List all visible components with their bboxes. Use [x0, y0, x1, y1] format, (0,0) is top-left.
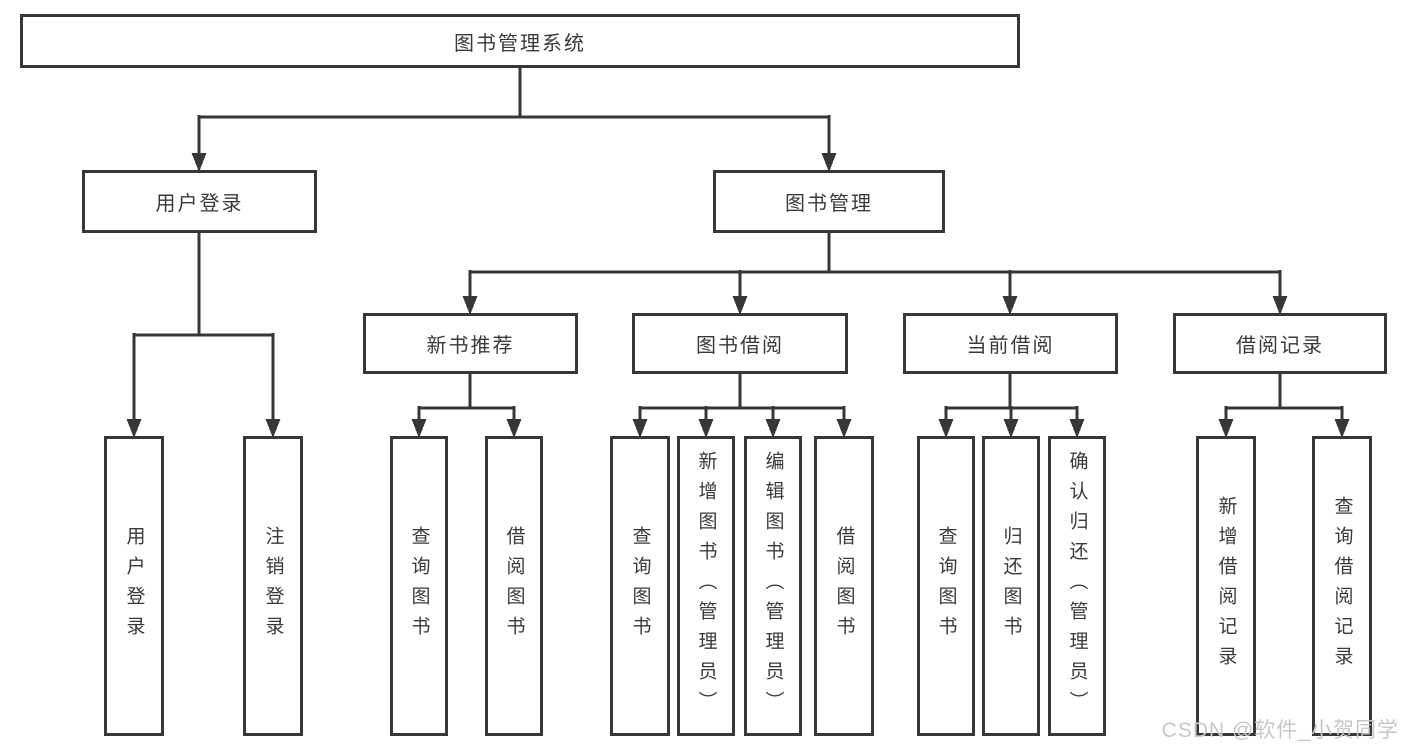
arrowhead [1334, 419, 1350, 438]
arrowhead [821, 153, 837, 172]
node-label: 编辑图书（管理员） [762, 451, 784, 721]
node-label: 用户登录 [155, 193, 244, 215]
node-book-borrow: 图书借阅 [632, 313, 848, 374]
leaf-add-books-admin: 新增图书（管理员） [677, 436, 735, 736]
connector-new-book-recommend-branch [411, 374, 522, 438]
node-label: 注销登录 [262, 526, 284, 646]
arrowhead [732, 296, 748, 315]
node-label: 查询图书 [408, 526, 430, 646]
leaf-logout: 注销登录 [243, 436, 303, 736]
arrowhead [265, 419, 281, 438]
leaf-return-books: 归还图书 [982, 436, 1040, 736]
leaf-query-books-recommend: 查询图书 [390, 436, 448, 736]
node-label: 确认归还（管理员） [1066, 451, 1088, 721]
arrowhead [462, 296, 478, 315]
leaf-borrow-books-recommend: 借阅图书 [485, 436, 543, 736]
node-label: 借阅图书 [833, 526, 855, 646]
arrowhead [836, 419, 852, 438]
arrowhead [506, 419, 522, 438]
leaf-user-login: 用户登录 [104, 436, 164, 736]
connector-current-borrow-branch [938, 374, 1085, 438]
node-label: 当前借阅 [966, 335, 1055, 357]
arrowhead [1069, 419, 1085, 438]
connector-root-to-level2 [191, 66, 837, 172]
leaf-borrow-books: 借阅图书 [814, 436, 874, 736]
connector-book-management-to-level3 [462, 233, 1288, 315]
arrowhead [765, 419, 781, 438]
node-library-management-system: 图书管理系统 [20, 14, 1020, 68]
arrowhead [1218, 419, 1234, 438]
node-label: 查询图书 [629, 526, 651, 646]
connector-user-login-branch [126, 233, 281, 438]
arrowhead [126, 419, 142, 438]
leaf-query-books-borrow: 查询图书 [610, 436, 670, 736]
node-label: 用户登录 [123, 526, 145, 646]
node-book-management: 图书管理 [713, 170, 945, 233]
connector-book-borrow-branch [632, 374, 852, 438]
arrowhead [1003, 419, 1019, 438]
connector-borrow-records-branch [1218, 374, 1350, 438]
node-borrow-records: 借阅记录 [1173, 313, 1387, 374]
node-label: 新增借阅记录 [1215, 496, 1237, 676]
node-label: 查询借阅记录 [1331, 496, 1353, 676]
node-label: 图书借阅 [696, 335, 784, 357]
node-label: 图书管理系统 [454, 32, 586, 55]
node-label: 新增图书（管理员） [695, 451, 717, 721]
node-new-book-recommend: 新书推荐 [363, 313, 578, 374]
arrowhead [698, 419, 714, 438]
node-label: 新书推荐 [426, 335, 515, 357]
arrowhead [632, 419, 648, 438]
leaf-query-books-current: 查询图书 [917, 436, 975, 736]
node-label: 归还图书 [1000, 526, 1022, 646]
arrowhead [1002, 296, 1018, 315]
arrowhead [191, 153, 207, 172]
node-user-login: 用户登录 [82, 170, 317, 233]
node-label: 借阅图书 [503, 526, 525, 646]
leaf-query-borrow-record: 查询借阅记录 [1312, 436, 1372, 736]
arrowhead [938, 419, 954, 438]
node-label: 借阅记录 [1236, 335, 1324, 357]
node-label: 图书管理 [785, 193, 873, 215]
arrowhead [1272, 296, 1288, 315]
leaf-add-borrow-record: 新增借阅记录 [1196, 436, 1256, 736]
node-current-borrow: 当前借阅 [903, 313, 1118, 374]
csdn-watermark: CSDN @软件_小贺同学 [1161, 719, 1399, 742]
leaf-confirm-return-admin: 确认归还（管理员） [1048, 436, 1106, 736]
node-label: 查询图书 [935, 526, 957, 646]
arrowhead [411, 419, 427, 438]
leaf-edit-books-admin: 编辑图书（管理员） [744, 436, 802, 736]
